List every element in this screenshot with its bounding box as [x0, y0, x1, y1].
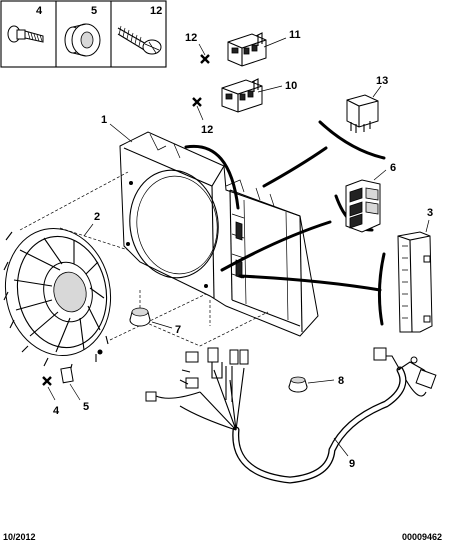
callout-5: 5	[83, 401, 89, 413]
callout-13: 13	[376, 75, 388, 87]
legend-label-12: 12	[150, 5, 162, 17]
wiring-harness-9	[145, 347, 437, 484]
callout-12-lower: 12	[201, 124, 213, 136]
grille-6	[345, 179, 381, 233]
callout-labels: 1 2 3 4 5 6 7 8 9 10 11 12 12 13	[53, 29, 433, 470]
callout-10: 10	[285, 80, 297, 92]
wedge-leaders	[184, 144, 382, 292]
callout-3: 3	[427, 207, 433, 219]
legend-label-5: 5	[91, 5, 97, 17]
footer-date: 10/2012	[3, 532, 36, 542]
bolt-icon	[7, 25, 44, 43]
legend-label-4: 4	[36, 5, 43, 17]
clip-5	[60, 366, 74, 384]
callout-12-upper: 12	[185, 32, 197, 44]
callout-2: 2	[94, 211, 100, 223]
fastener-marker-4	[42, 376, 52, 386]
screw-marker-lower	[192, 97, 202, 107]
callout-9: 9	[349, 458, 355, 470]
legend-panel: 4 5 12	[0, 0, 167, 68]
screw-icon	[117, 25, 162, 55]
cover-3	[397, 231, 433, 333]
callout-4: 4	[53, 405, 60, 417]
footer-reference: 00009462	[402, 532, 442, 542]
callout-7: 7	[175, 324, 181, 336]
callout-8: 8	[338, 375, 344, 387]
grommet-7	[129, 307, 151, 327]
relay-block-upper	[227, 32, 267, 67]
relay-13	[346, 94, 379, 133]
callout-11: 11	[289, 29, 301, 41]
relay-block-lower	[221, 78, 263, 113]
screw-marker-upper	[200, 54, 210, 64]
cooling-fan-2	[3, 227, 112, 373]
callout-1: 1	[101, 114, 107, 126]
grommet-8	[288, 376, 308, 393]
grommet-icon	[64, 23, 101, 57]
fan-shroud-frame	[119, 131, 319, 337]
callout-6: 6	[390, 162, 396, 174]
